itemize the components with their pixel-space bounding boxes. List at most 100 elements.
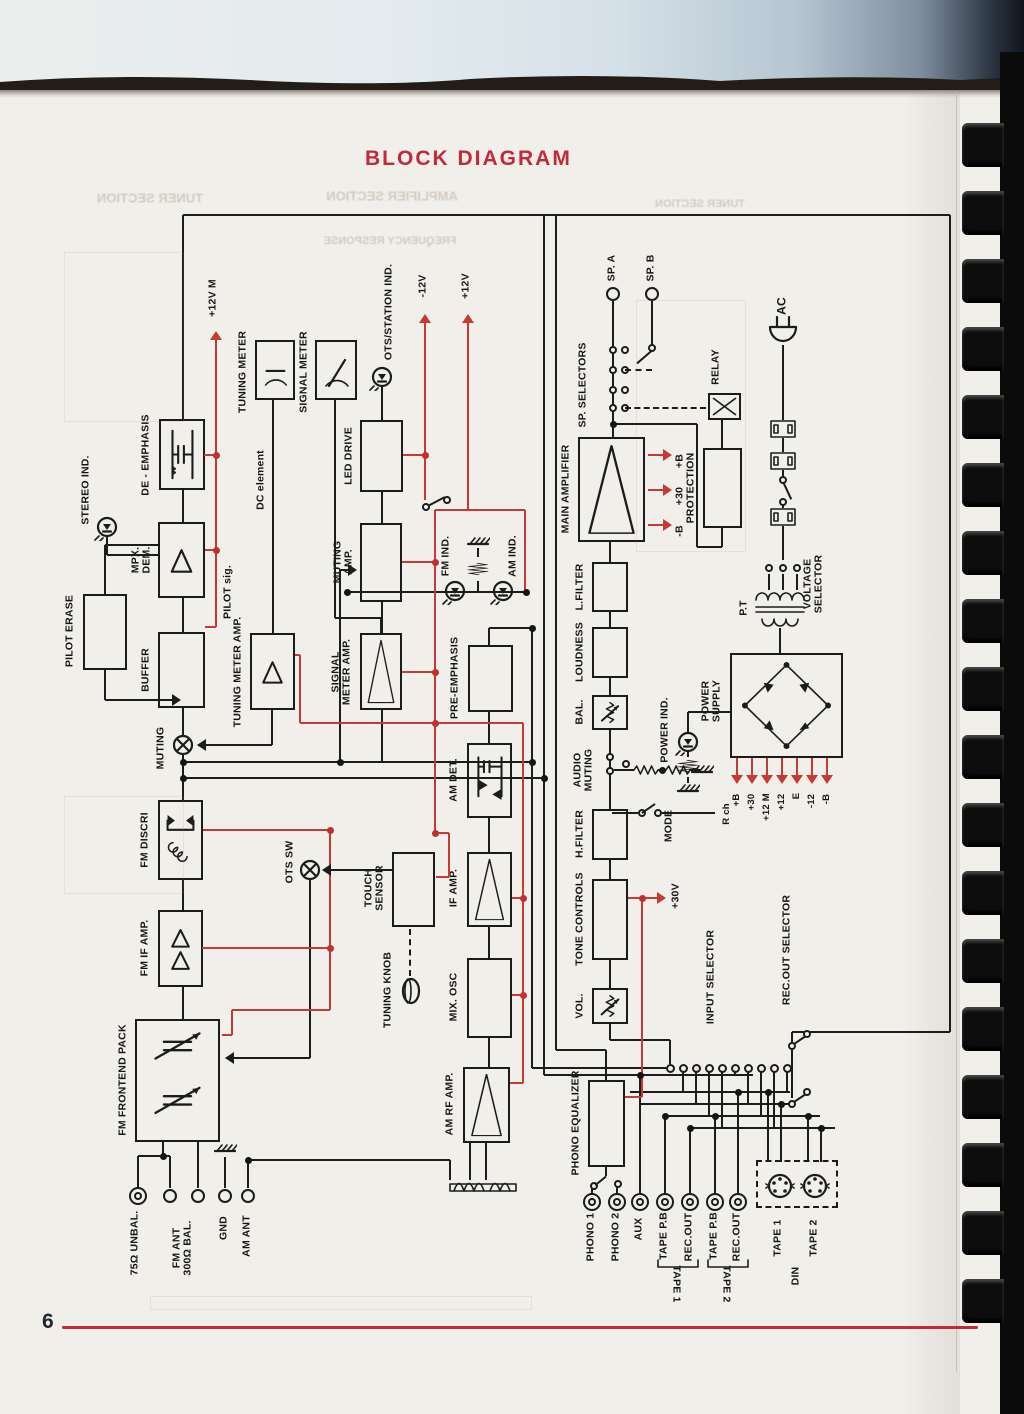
binding-tooth <box>962 123 1004 167</box>
label--12-31: +12 <box>775 793 787 811</box>
binding-tooth <box>962 327 1004 371</box>
label-fm-ind--10: FM IND. <box>439 535 452 577</box>
label-tape-1-48: TAPE 1 <box>771 1219 784 1257</box>
label-loudness: LOUDNESS <box>573 622 586 682</box>
symbol-fm-frontend-pack <box>139 1023 216 1138</box>
power-wire <box>402 670 435 674</box>
symbol-if-amp <box>471 856 508 923</box>
wire <box>181 708 185 735</box>
wire <box>198 743 272 747</box>
knob-icon <box>400 976 422 1006</box>
wire <box>347 590 526 594</box>
wire <box>487 1038 491 1067</box>
footer-rule <box>62 1326 978 1329</box>
block-pilot-erase <box>83 594 127 670</box>
wire <box>612 811 638 815</box>
wire <box>690 1126 835 1130</box>
label-tuning-knob-7: TUNING KNOB <box>381 951 394 1029</box>
wire <box>650 301 654 348</box>
block-if-amp <box>467 852 512 927</box>
wire <box>608 960 612 988</box>
arrowhead-down <box>776 775 788 784</box>
power-wire <box>295 653 300 657</box>
wire <box>489 626 532 630</box>
wire <box>615 1187 619 1194</box>
label-am-det: AM DET. <box>447 758 460 802</box>
wire <box>604 1167 608 1176</box>
led-indicator-icon <box>442 579 468 605</box>
label-fm-frontend-pack: FM FRONTEND PACK <box>116 1024 129 1136</box>
wire <box>338 570 342 762</box>
wire <box>270 710 274 745</box>
rca-jack-center <box>636 1198 644 1206</box>
wire <box>640 1102 790 1106</box>
wire <box>103 670 107 700</box>
led-indicator-icon <box>675 730 701 756</box>
junction-dot <box>528 624 536 632</box>
wire <box>308 880 312 1058</box>
switch-contact <box>443 496 451 504</box>
wire <box>662 811 715 815</box>
wire <box>544 1073 753 1077</box>
junction-dot <box>734 1088 742 1096</box>
block-fm-if-amp <box>158 910 203 987</box>
binding-tooth <box>962 463 1004 507</box>
wire <box>340 568 354 572</box>
screw-terminal <box>191 1189 205 1203</box>
power-junction-dot <box>326 826 334 834</box>
label-fm-ant-300-bal--36: FM ANT 300Ω BAL. <box>170 1220 194 1276</box>
symbol-signal-meter <box>319 344 353 396</box>
block-l-filter <box>592 562 628 612</box>
bracket-icon <box>656 1258 700 1270</box>
dashed-wire <box>625 407 706 409</box>
block-loudness <box>592 627 628 678</box>
wire <box>246 1160 250 1188</box>
selector-contact <box>665 1063 675 1073</box>
wire <box>688 710 730 714</box>
page-number: 6 <box>42 1310 54 1333</box>
wire <box>223 1157 227 1188</box>
label-touch-sensor: TOUCH SENSOR <box>362 865 386 911</box>
fuse-icon <box>770 420 796 438</box>
wire <box>333 400 337 618</box>
symbol-bal <box>596 699 624 726</box>
symbol-fm-if-amp <box>162 914 199 983</box>
binding-tooth <box>962 531 1004 575</box>
wire <box>326 868 392 872</box>
switch-contact <box>803 1030 811 1038</box>
label-ots-sw-6: OTS SW <box>283 840 296 884</box>
junction-dot <box>609 420 617 428</box>
din-icon <box>765 1171 795 1201</box>
ghost-text-3: TUNER SECTION <box>655 198 745 210</box>
symbol-signal-meter-amp <box>364 637 398 706</box>
wire <box>226 1056 310 1060</box>
wire <box>681 1072 685 1092</box>
screw-terminal <box>241 1189 255 1203</box>
ground-icon <box>466 535 490 549</box>
wire <box>248 1158 450 1162</box>
wire <box>720 420 724 448</box>
binding-tooth <box>962 1075 1004 1119</box>
label-pre-emphasis: PRE-EMPHASIS <box>448 636 461 720</box>
power-wire <box>402 560 435 564</box>
wire <box>487 927 491 958</box>
power-wire <box>435 831 449 835</box>
wire <box>448 1160 452 1180</box>
label-e-32: E <box>790 792 802 800</box>
symbol-de-emphasis <box>163 423 201 486</box>
power-wire <box>512 896 523 900</box>
wire <box>806 1116 810 1162</box>
wire <box>638 1075 642 1194</box>
dashed-wire <box>625 369 652 371</box>
junction-dot <box>661 1112 669 1120</box>
arrowhead-down <box>731 775 743 784</box>
wire <box>819 1128 823 1162</box>
block-protection <box>703 448 742 528</box>
ground-icon <box>676 782 700 796</box>
switch-contact <box>609 346 617 354</box>
power-wire <box>214 335 218 627</box>
wire <box>487 818 491 852</box>
rca-jack-center <box>661 1198 669 1206</box>
power-wire <box>780 758 784 780</box>
wire <box>335 616 381 620</box>
